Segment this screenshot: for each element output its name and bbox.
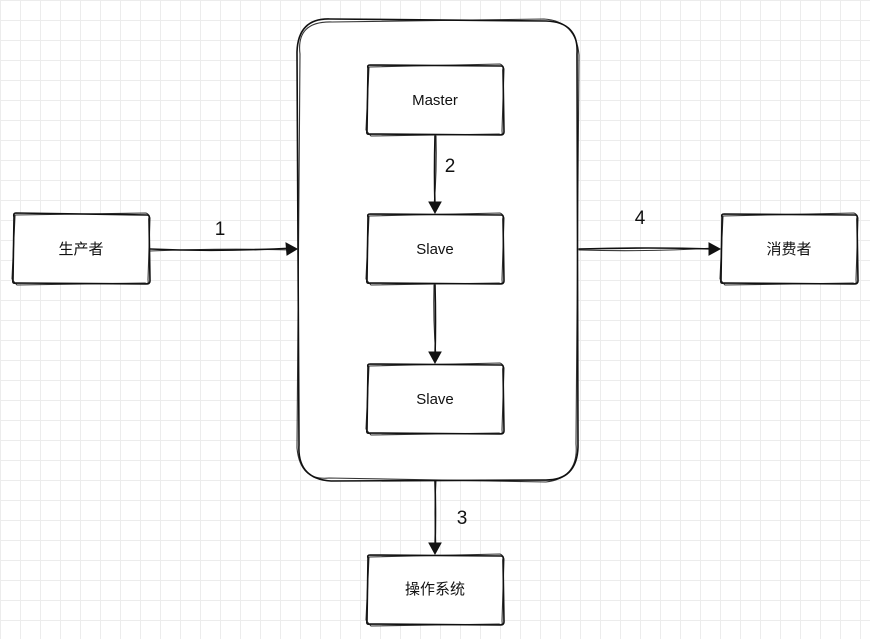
edge-label-2: 2 bbox=[445, 156, 456, 177]
arrow-master-to-slave bbox=[428, 135, 442, 215]
edge-label-1: 1 bbox=[215, 219, 226, 240]
producer-label: 生产者 bbox=[58, 241, 103, 258]
slave-node-1: Slave bbox=[365, 212, 505, 286]
producer-node: 生产者 bbox=[11, 212, 151, 286]
arrow-producer-to-cluster bbox=[149, 242, 299, 256]
slave-2-label: Slave bbox=[416, 391, 454, 408]
arrow-slave-to-slave bbox=[428, 284, 442, 365]
arrow-cluster-to-os bbox=[428, 480, 442, 556]
master-node: Master bbox=[365, 63, 505, 137]
arrow-cluster-to-consumer bbox=[578, 242, 722, 256]
slave-node-2: Slave bbox=[365, 362, 505, 436]
consumer-node: 消费者 bbox=[719, 212, 859, 286]
os-node: 操作系统 bbox=[365, 553, 505, 627]
edge-label-3: 3 bbox=[457, 508, 468, 529]
os-label: 操作系统 bbox=[405, 581, 465, 598]
consumer-label: 消费者 bbox=[766, 241, 811, 258]
slave-1-label: Slave bbox=[416, 241, 454, 258]
master-label: Master bbox=[412, 92, 458, 109]
edge-label-4: 4 bbox=[635, 208, 646, 229]
